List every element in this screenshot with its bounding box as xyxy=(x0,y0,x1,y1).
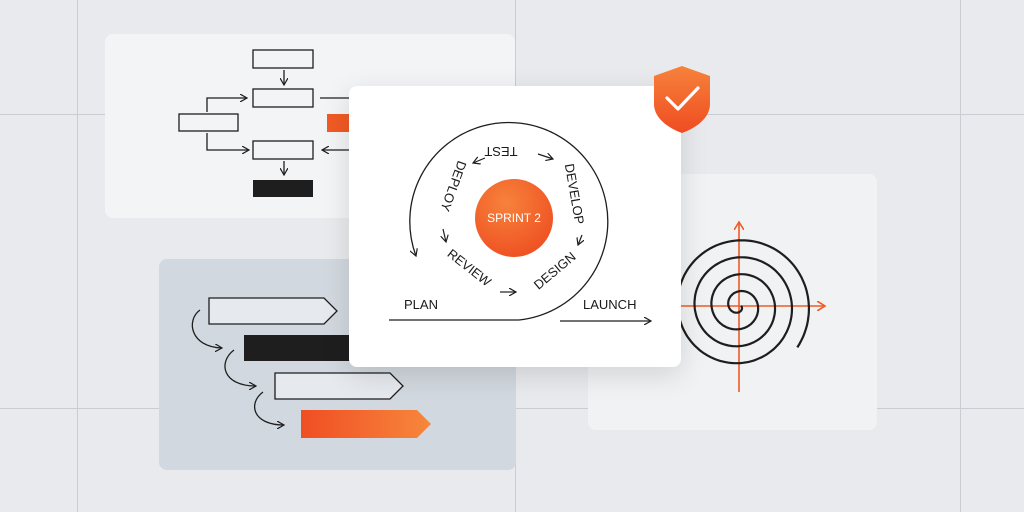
stage-arrow xyxy=(473,158,486,163)
flow-box xyxy=(252,49,314,69)
stage-arrow xyxy=(578,234,582,245)
flow-box xyxy=(252,140,314,160)
plan-label: PLAN xyxy=(404,297,438,312)
launch-label: LAUNCH xyxy=(583,297,636,312)
grid-line xyxy=(77,0,78,512)
sprint-center-label: SPRINT 2 xyxy=(487,211,541,225)
stage-develop-label: DEVELOP xyxy=(562,162,587,225)
shield-check-icon xyxy=(654,66,710,133)
sprint-center-circle xyxy=(475,179,553,257)
stage-arrow xyxy=(443,228,446,242)
stage-test-label: TEST xyxy=(484,144,517,159)
incremental-gantt xyxy=(191,297,431,438)
grid-line xyxy=(960,0,961,512)
waterfall-flowchart xyxy=(178,49,350,175)
spiral-model-icon xyxy=(666,222,825,392)
flow-box-accent xyxy=(327,114,351,132)
flow-box xyxy=(252,88,314,108)
flow-box xyxy=(178,113,239,132)
flow-arrow xyxy=(206,133,249,150)
flow-box-filled xyxy=(253,180,313,197)
stage-review-label: REVIEW xyxy=(444,246,494,290)
stage-deploy-label: DEPLOY xyxy=(437,159,469,214)
stage-design-label: DESIGN xyxy=(531,249,579,293)
sprint-loop xyxy=(409,121,609,321)
stage-arrow xyxy=(537,154,553,159)
